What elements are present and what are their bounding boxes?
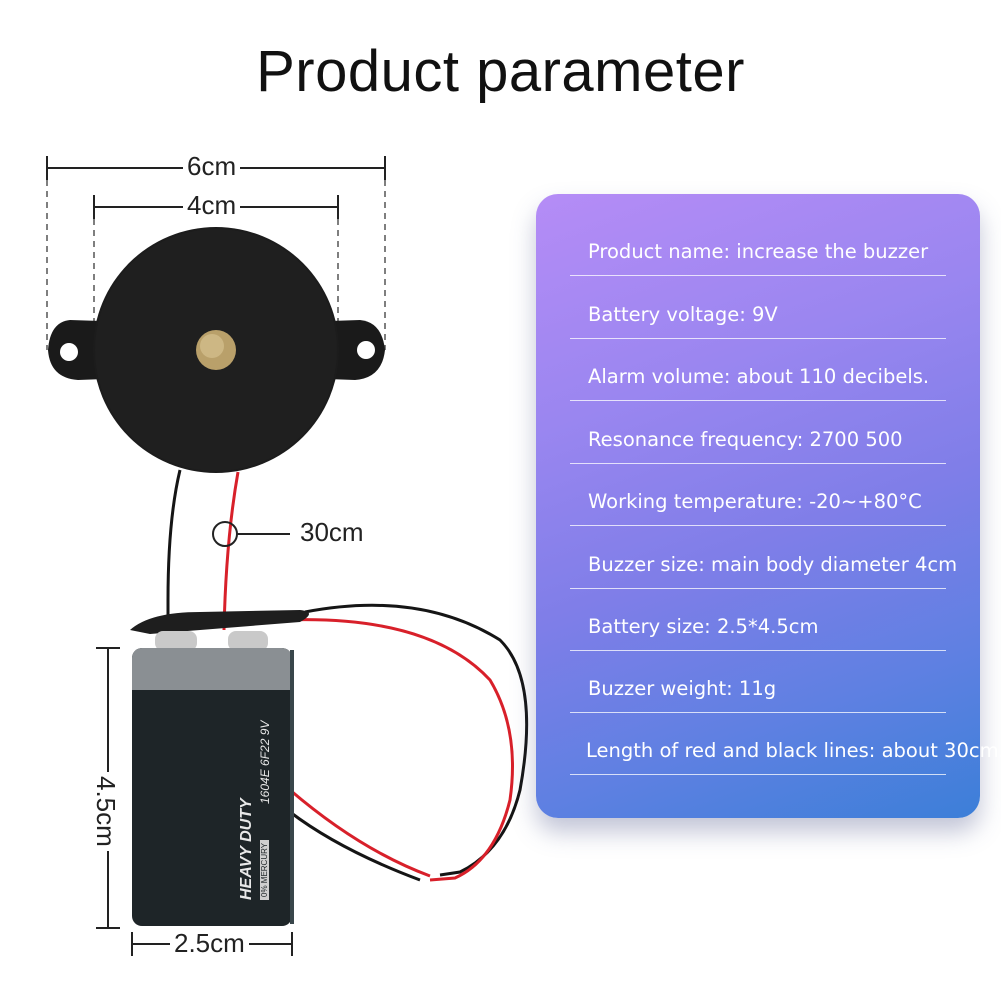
param-row: Product name: increase the buzzer: [570, 213, 946, 276]
param-row: Working temperature: -20~+80°C: [570, 463, 946, 526]
battery-label: HEAVY DUTY 1604E 6F22 9V 0% MERCURY: [188, 660, 272, 900]
wire-callout-circle: [212, 521, 238, 547]
param-product-name: Product name: increase the buzzer: [588, 240, 929, 263]
page-title: Product parameter: [256, 39, 745, 104]
battery-mercury: 0% MERCURY: [260, 839, 269, 900]
param-battery-voltage: Battery voltage: 9V: [588, 303, 778, 326]
param-alarm-volume: Alarm volume: about 110 decibels.: [588, 365, 930, 388]
dimension-2-5cm-label: 2.5cm: [170, 928, 249, 959]
parameter-card: Product name: increase the buzzer Batter…: [536, 194, 1001, 818]
battery-brand: HEAVY DUTY: [238, 798, 255, 900]
battery: [130, 610, 309, 926]
param-battery-size: Battery size: 2.5*4.5cm: [588, 615, 819, 638]
buzzer: [48, 227, 385, 473]
param-wire-length: Length of red and black lines: about 30c…: [586, 739, 1001, 762]
param-buzzer-weight: Buzzer weight: 11g: [588, 677, 777, 700]
param-row: Battery voltage: 9V: [570, 276, 946, 339]
param-resonance-frequency: Resonance frequency: 2700 500: [588, 428, 903, 451]
param-row: Buzzer size: main body diameter 4cm: [570, 526, 957, 589]
dimension-6cm-label: 6cm: [183, 151, 241, 182]
param-row: Alarm volume: about 110 decibels.: [570, 338, 946, 401]
wire-length-label: 30cm: [300, 517, 364, 547]
battery-model: 1604E 6F22 9V: [258, 720, 272, 804]
param-buzzer-size: Buzzer size: main body diameter 4cm: [588, 553, 958, 576]
param-working-temperature: Working temperature: -20~+80°C: [588, 490, 922, 513]
param-row: Resonance frequency: 2700 500: [570, 401, 946, 464]
param-row: Length of red and black lines: about 30c…: [570, 712, 1001, 775]
dimension-4-5cm-label: 4.5cm: [90, 772, 121, 851]
wires: [166, 469, 529, 882]
dimension-4cm-label: 4cm: [183, 190, 241, 221]
param-row: Battery size: 2.5*4.5cm: [570, 588, 946, 651]
param-row: Buzzer weight: 11g: [570, 650, 946, 713]
